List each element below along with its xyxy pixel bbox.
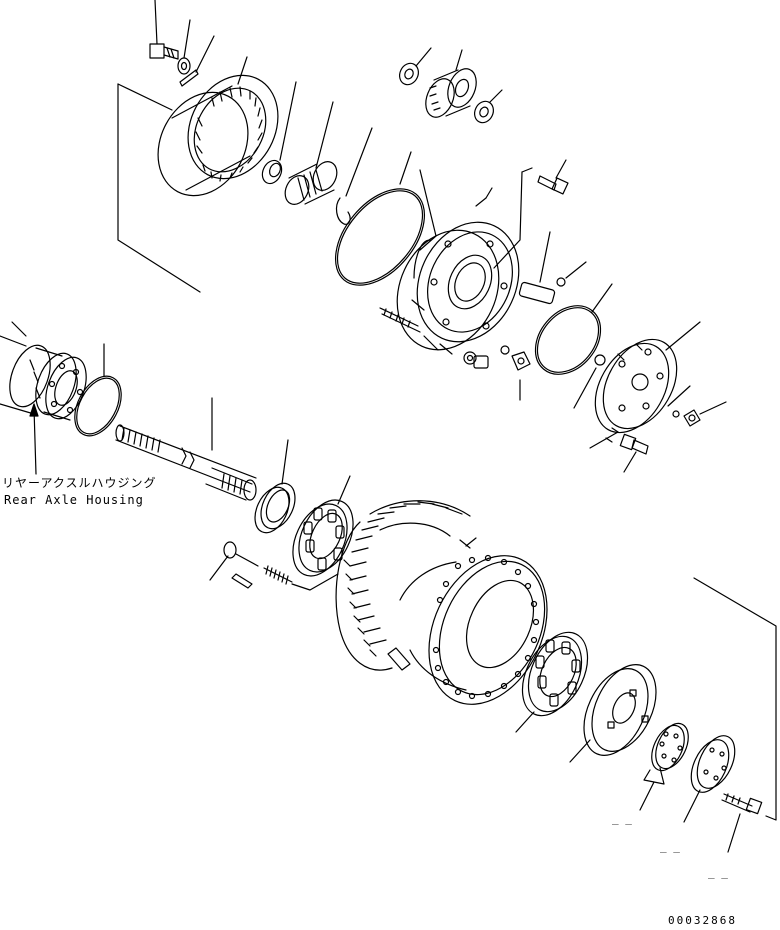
cover-washer [594,354,606,366]
leader-line [639,781,655,811]
oil-seal [254,482,296,534]
reference-bracket [693,577,777,821]
leader-line [591,283,613,313]
leader-line [539,231,551,283]
leader-line [565,261,587,279]
leader-line [195,35,215,73]
axle-housing-end [0,335,87,421]
housing-label-english: Rear Axle Housing [4,493,144,507]
dash-mark: _ _ [660,840,680,853]
washer-top [177,57,191,75]
end-bolt [721,793,763,815]
retainer-plate [583,664,657,756]
leader-line [485,187,493,199]
housing-label-japanese: リヤーアクスルハウジング [2,476,157,490]
lock-plate [179,69,199,87]
bearing-small-a [399,62,419,86]
leader-line [237,56,248,85]
leader-line [315,101,334,169]
dowel-pin [231,573,253,589]
o-ring-large [334,188,426,286]
small-washer [556,277,566,287]
stud-bolt [379,307,421,333]
pin-small [223,541,259,567]
leader-line [291,573,339,591]
leader-line [345,127,373,197]
planet-carrier [396,221,520,355]
pin-upper [518,281,556,305]
bearing-small-b [474,100,494,124]
reference-bracket [521,167,533,173]
leader-line [665,321,701,351]
leader-line [683,789,701,823]
leader-line [337,475,351,505]
reference-bracket [117,83,173,111]
leader-line [573,367,597,409]
end-cap [690,735,736,793]
bolt-cover-right [672,409,701,427]
leader-line [727,813,741,853]
housing-pointer-arrow [33,407,37,475]
spacer-ring [261,159,283,185]
leader-line [279,81,297,161]
leader-line [589,431,619,449]
nuts-cluster [463,345,531,371]
spring-screw [263,565,293,585]
leader-line [415,47,432,67]
leader-line [183,19,191,59]
leader-line [11,321,27,337]
leader-line [475,197,487,207]
cover-plate [594,338,678,434]
bolt-top [149,43,179,60]
leader-line [489,89,503,103]
axle-shaft [115,424,257,501]
leader-line [515,711,535,733]
leader-line [399,151,412,185]
bolt-carrier [537,175,569,195]
dash-mark: _ _ [708,866,728,879]
taper-roller-bearing-b [521,631,589,717]
wheel-hub [335,500,548,705]
leader-line [209,555,229,581]
leader-line [623,451,637,473]
reference-bracket [493,171,523,269]
leader-line [281,439,289,485]
dash-mark: _ _ [612,812,632,825]
o-ring-small [534,305,602,375]
leader-line [569,739,591,763]
needle-bearing-upper [284,161,338,205]
leader-line [154,0,158,45]
leader-line [555,159,567,179]
arrow-head [29,403,39,417]
drawing-number: 00032868 [668,914,737,927]
o-ring-housing [74,375,122,437]
snap-ring [335,197,351,225]
planet-gear [425,68,477,118]
leader-line [419,169,437,237]
leader-line [667,385,691,407]
leader-line [699,401,727,415]
ring-gear [157,74,279,197]
lock-washer [651,722,689,772]
leader-line [455,49,463,71]
reference-bracket [117,83,201,293]
